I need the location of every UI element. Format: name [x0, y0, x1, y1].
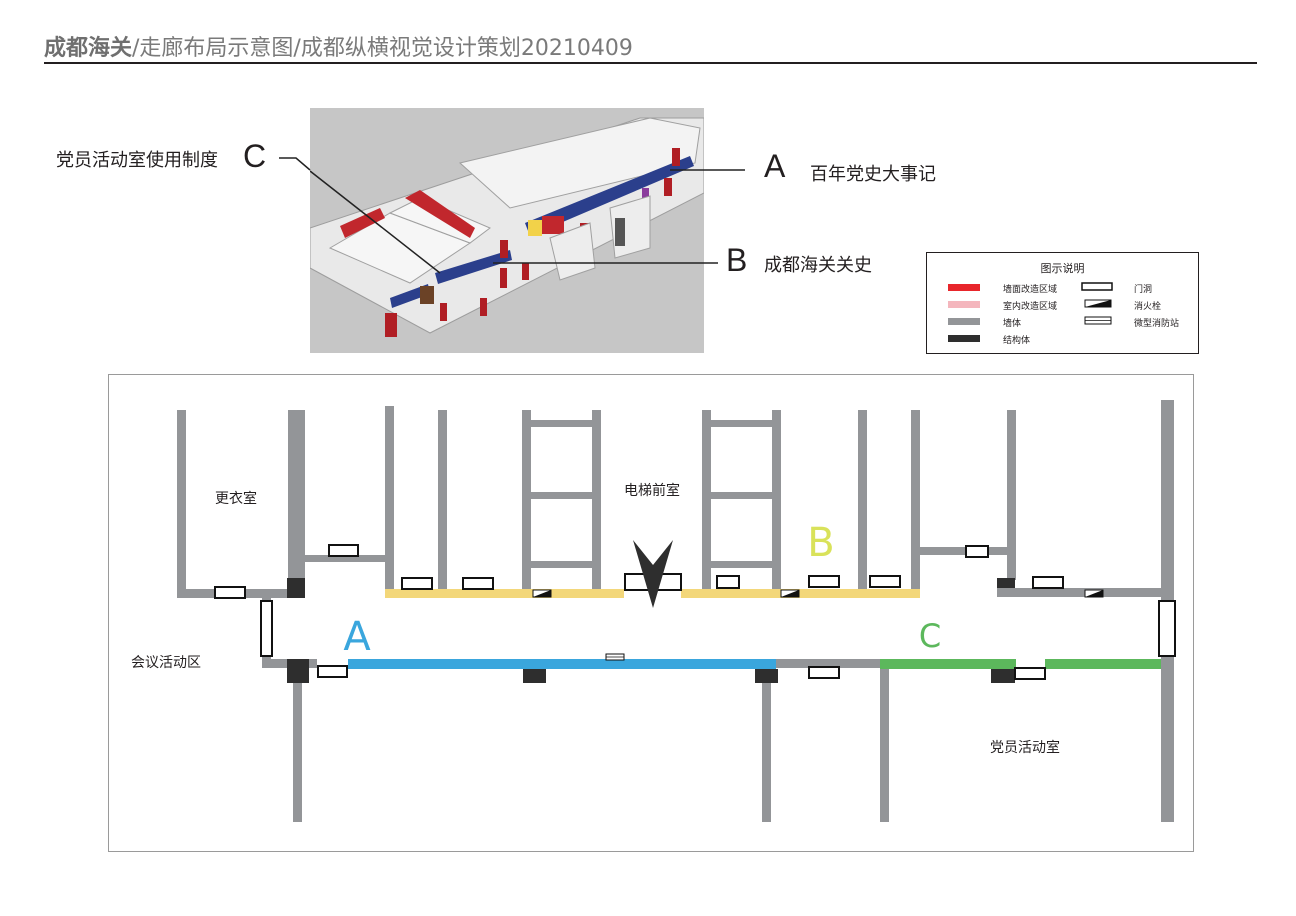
door-icon[interactable] — [808, 575, 840, 588]
wall — [531, 561, 592, 568]
corridor-3d-render — [310, 108, 704, 353]
zone-b-segment — [385, 589, 624, 598]
wall — [522, 410, 531, 589]
hydrant-icon — [532, 589, 552, 598]
wall — [711, 561, 772, 568]
hydrant-icon — [780, 589, 800, 598]
legend-title: 图示说明 — [1040, 262, 1085, 275]
legend: 图示说明 墙面改造区域 室内改造区域 墙体 结构体 门洞 消火栓 微型消防站 — [926, 252, 1199, 354]
callout-a-letter: A — [764, 148, 786, 184]
legend-swatch-red — [948, 284, 980, 291]
door-icon[interactable] — [1158, 600, 1176, 657]
door-icon[interactable] — [965, 545, 989, 558]
door-icon — [1081, 282, 1113, 291]
door-icon[interactable] — [328, 544, 359, 557]
render-illustration — [310, 108, 704, 353]
wall — [702, 410, 711, 589]
wall — [531, 420, 592, 427]
legend-label-interior-renovation: 室内改造区域 — [1003, 302, 1058, 312]
entrance-arrow-icon — [633, 540, 673, 608]
legend-swatch-gray — [948, 318, 980, 325]
zone-c-wall — [880, 659, 1016, 669]
legend-label-structure: 结构体 — [1003, 336, 1031, 346]
legend-label-door: 门洞 — [1134, 285, 1153, 295]
callout-c-letter: C — [243, 138, 267, 174]
room-label-meeting-area: 会议活动区 — [131, 655, 201, 671]
door-icon[interactable] — [1032, 576, 1064, 589]
zone-a-letter: A — [343, 614, 371, 660]
title-bold: 成都海关 — [44, 36, 133, 61]
zone-c-letter: C — [919, 617, 941, 655]
callout-b-label: 成都海关关史 — [764, 255, 872, 276]
wall — [880, 668, 889, 822]
hydrants — [532, 589, 1104, 598]
callout-c-label: 党员活动室使用制度 — [56, 150, 218, 171]
wall — [858, 410, 867, 589]
wall — [776, 659, 880, 668]
wall — [305, 555, 390, 562]
page-title: 成都海关/走廊布局示意图/成都纵横视觉设计策划20210409 — [44, 30, 633, 62]
wall — [293, 668, 302, 822]
wall — [531, 492, 592, 499]
door-icon[interactable] — [260, 600, 273, 657]
wall — [288, 410, 305, 598]
door-icon[interactable] — [869, 575, 901, 588]
legend-swatch-dark — [948, 335, 980, 342]
title-rest: /走廊布局示意图/成都纵横视觉设计策划20210409 — [132, 36, 633, 61]
wall — [592, 410, 601, 589]
zone-b-wall — [385, 589, 920, 598]
wall — [772, 410, 781, 589]
zone-a-wall — [348, 659, 776, 669]
structure-column — [287, 578, 305, 598]
door-icon[interactable] — [1014, 667, 1046, 680]
callout-a-label: 百年党史大事记 — [810, 164, 936, 185]
walls — [177, 400, 1174, 822]
room-label-elevator-lobby: 电梯前室 — [624, 482, 680, 499]
wall — [997, 588, 1161, 597]
zone-b-segment — [681, 589, 920, 598]
structure-columns — [287, 578, 1015, 683]
door-icon[interactable] — [462, 577, 494, 590]
wall — [177, 410, 186, 598]
legend-label-fire-station: 微型消防站 — [1134, 319, 1180, 329]
zone-b-letter: B — [807, 520, 834, 566]
wall — [911, 410, 920, 589]
wall — [385, 406, 394, 589]
callout-line-c — [310, 170, 441, 274]
legend-label-hydrant: 消火栓 — [1134, 302, 1162, 312]
structure-column — [997, 578, 1015, 588]
door-icon[interactable] — [317, 665, 348, 678]
room-label-changing-room: 更衣室 — [215, 490, 257, 507]
callout-b-letter: B — [726, 242, 748, 278]
hydrant-icon — [1084, 589, 1104, 598]
zone-c-wall — [1045, 659, 1161, 669]
hydrant-icon — [1084, 299, 1112, 308]
wall — [438, 410, 447, 589]
door-icon[interactable] — [214, 586, 246, 599]
room-label-party-room: 党员活动室 — [990, 739, 1060, 756]
structure-column — [287, 659, 309, 683]
fire-station-icon — [1084, 316, 1112, 325]
door-icon[interactable] — [716, 575, 740, 589]
door-icon[interactable] — [401, 577, 433, 590]
wall — [1007, 410, 1016, 580]
structure-column — [755, 669, 778, 683]
structure-column — [991, 669, 1015, 683]
fire-station-icon — [605, 653, 625, 661]
wall — [711, 492, 772, 499]
wall — [711, 420, 772, 427]
structure-column — [523, 669, 546, 683]
legend-swatch-pink — [948, 301, 980, 308]
door-icon[interactable] — [808, 666, 840, 679]
legend-label-wall-renovation: 墙面改造区域 — [1003, 285, 1058, 295]
page-header: 成都海关/走廊布局示意图/成都纵横视觉设计策划20210409 — [44, 28, 1257, 64]
legend-label-wall: 墙体 — [1003, 319, 1022, 329]
wall — [762, 668, 771, 822]
